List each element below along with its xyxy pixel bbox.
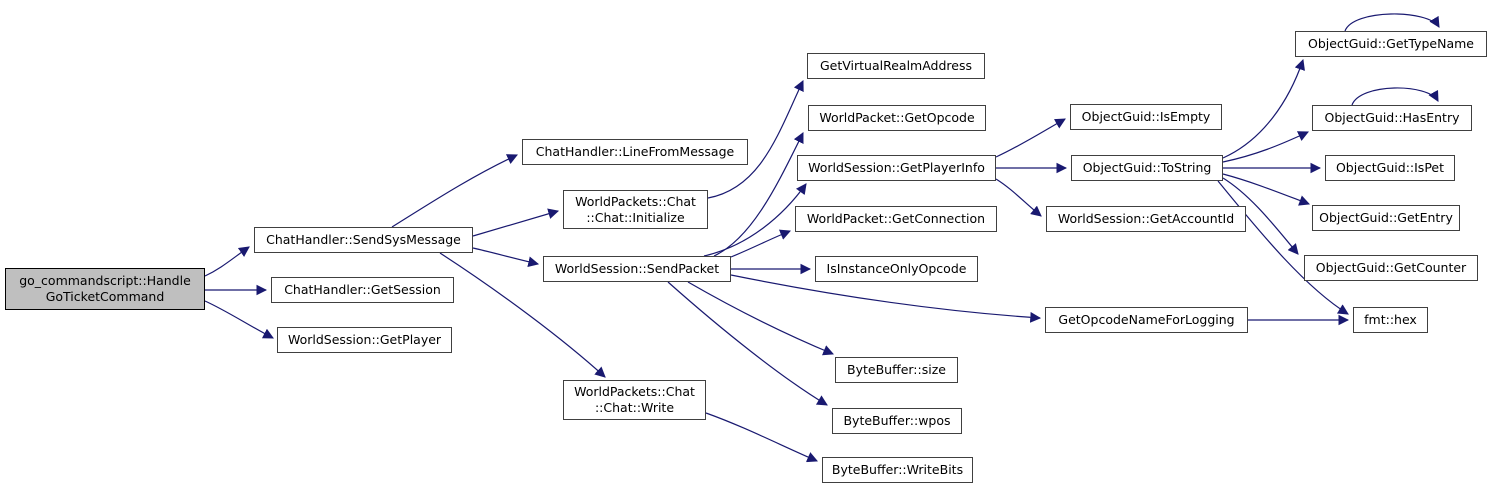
node-go-commandscript-handlegoticketcommand[interactable]: go_commandscript::Handle GoTicketCommand [5, 268, 205, 310]
node-objectguid-getcounter[interactable]: ObjectGuid::GetCounter [1304, 255, 1478, 281]
edge-sendsysmessage-to-chatwrite [439, 252, 606, 378]
edge-sendpacket-to-bytebuffersize [687, 281, 834, 356]
node-worldsession-getplayer[interactable]: WorldSession::GetPlayer [277, 327, 452, 353]
node-worldpackets-chat-write[interactable]: WorldPackets::Chat ::Chat::Write [563, 380, 706, 420]
node-worldsession-sendpacket[interactable]: WorldSession::SendPacket [543, 256, 731, 282]
edge-sendsysmessage-to-chatinitialize [472, 208, 560, 237]
edge-sendpacket-to-getplayerinfo [703, 183, 807, 257]
node-objectguid-hasentry[interactable]: ObjectGuid::HasEntry [1312, 105, 1472, 131]
edge-chatwrite-to-bytebufferwritebits [705, 412, 818, 463]
edge-getplayerinfo-to-isempty [995, 118, 1066, 158]
node-worldpacket-getconnection[interactable]: WorldPacket::GetConnection [795, 206, 997, 232]
edge-tostring-to-gettypename [1222, 58, 1305, 159]
node-bytebuffer-writebits[interactable]: ByteBuffer::WriteBits [822, 457, 973, 483]
node-worldsession-getplayerinfo[interactable]: WorldSession::GetPlayerInfo [797, 155, 996, 181]
node-isinstanceonlyopcode[interactable]: IsInstanceOnlyOpcode [815, 256, 978, 282]
node-getopcodenameforlogging[interactable]: GetOpcodeNameForLogging [1045, 307, 1248, 333]
node-worldpackets-chat-initialize[interactable]: WorldPackets::Chat ::Chat::Initialize [563, 190, 708, 229]
node-chathandler-sendsysmessage[interactable]: ChatHandler::SendSysMessage [254, 227, 473, 253]
node-objectguid-gettypename[interactable]: ObjectGuid::GetTypeName [1295, 31, 1487, 57]
edge-sendpacket-to-getconnection [730, 229, 791, 258]
edge-tostring-to-hasentry [1222, 131, 1309, 163]
node-chathandler-getsession[interactable]: ChatHandler::GetSession [271, 277, 454, 303]
edge-sendsysmessage-to-sendpacket [472, 247, 540, 268]
edge-tostring-to-getentry [1222, 173, 1311, 206]
edge-sendsysmessage-to-linefrommessage [391, 154, 518, 228]
edge-handlegoticket-to-getplayer [204, 300, 274, 339]
edge-hasentry-self-loop [1351, 87, 1439, 106]
node-objectguid-isempty[interactable]: ObjectGuid::IsEmpty [1070, 104, 1222, 130]
edge-gettypename-self-loop [1344, 13, 1440, 32]
edge-handlegoticket-to-sendsysmessage [204, 246, 250, 277]
node-worldsession-getaccountid[interactable]: WorldSession::GetAccountId [1046, 206, 1246, 232]
edge-sendpacket-to-getopcodenameforlogging [730, 274, 1042, 323]
node-fmt-hex[interactable]: fmt::hex [1353, 307, 1428, 333]
node-bytebuffer-wpos[interactable]: ByteBuffer::wpos [832, 408, 962, 434]
node-getvirtualrealmaddress[interactable]: GetVirtualRealmAddress [807, 53, 985, 79]
node-worldpacket-getopcode[interactable]: WorldPacket::GetOpcode [808, 105, 986, 131]
edge-tostring-to-getcounter [1222, 177, 1299, 255]
edge-sendpacket-to-bytebufferwpos [667, 281, 828, 406]
node-objectguid-getentry[interactable]: ObjectGuid::GetEntry [1312, 205, 1460, 231]
edge-getplayerinfo-to-getaccountid [995, 178, 1042, 217]
edge-tostring-to-fmthex [1217, 180, 1349, 315]
edge-chatinitialize-to-getvirtualrealmaddress [707, 80, 804, 199]
node-chathandler-linefrommessage[interactable]: ChatHandler::LineFromMessage [522, 139, 748, 165]
node-objectguid-ispet[interactable]: ObjectGuid::IsPet [1325, 155, 1455, 181]
node-objectguid-tostring[interactable]: ObjectGuid::ToString [1071, 155, 1223, 181]
node-bytebuffer-size[interactable]: ByteBuffer::size [835, 357, 958, 383]
